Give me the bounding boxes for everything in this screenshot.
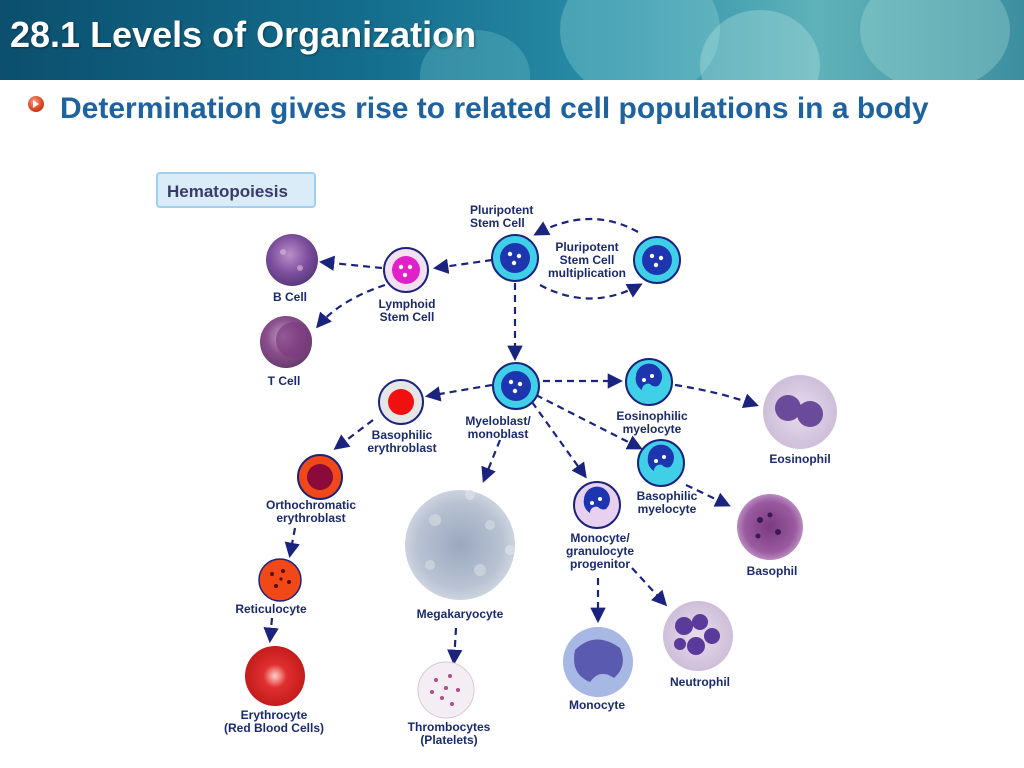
t-cell	[260, 316, 312, 368]
label-line: erythroblast	[276, 511, 345, 525]
erythrocyte-cell	[245, 646, 305, 706]
label-line: multiplication	[548, 266, 626, 280]
label-basophil: Basophil	[747, 564, 798, 578]
neutrophil-cell	[663, 601, 733, 671]
label-myeloblast: Myeloblast/monoblast	[465, 414, 531, 441]
arrow	[316, 283, 386, 329]
slide-title: 28.1 Levels of Organization	[10, 14, 477, 55]
bg-blob	[560, 0, 720, 80]
label-line: myelocyte	[623, 422, 682, 436]
reticulocyte-cell	[258, 558, 302, 602]
label-thrombocytes: Thrombocytes(Platelets)	[408, 720, 491, 747]
label-reticulocyte: Reticulocyte	[235, 602, 307, 616]
label-line: Eosinophil	[769, 452, 830, 466]
label-line: Myeloblast/	[465, 414, 531, 428]
basophilic-myelocyte-cell	[637, 439, 685, 487]
arrow	[432, 258, 493, 274]
label-erythrocyte: Erythrocyte(Red Blood Cells)	[224, 708, 324, 735]
eosinophilic-myelocyte-cell	[625, 358, 673, 406]
label-line: erythroblast	[367, 441, 436, 455]
label-line: Monocyte	[569, 698, 625, 712]
label-line: myelocyte	[638, 502, 697, 516]
title-bar: 28.1 Levels of Organization	[0, 0, 1024, 80]
monocyte-progenitor-cell	[573, 481, 621, 529]
arrow	[284, 527, 300, 559]
label-line: Orthochromatic	[266, 498, 356, 512]
label-line: Stem Cell	[560, 253, 615, 267]
arrow	[531, 401, 587, 479]
arrow	[539, 283, 643, 300]
label-line: Thrombocytes	[408, 720, 491, 734]
basophil-cell	[737, 494, 803, 560]
arrow	[685, 484, 731, 507]
arrow	[631, 567, 668, 607]
eosinophil-cell	[763, 375, 837, 449]
label-monocyte: Monocyte	[569, 698, 625, 712]
label-line: Basophil	[747, 564, 798, 578]
arrow	[424, 383, 493, 402]
label-line: Reticulocyte	[235, 602, 307, 616]
label-line: granulocyte	[566, 544, 634, 558]
bg-blob	[860, 0, 1010, 80]
label-line: Pluripotent	[555, 240, 618, 254]
label-megakaryocyte: Megakaryocyte	[417, 607, 504, 621]
arrow	[447, 627, 463, 666]
megakaryocyte-cell	[405, 490, 515, 600]
label-line: Basophilic	[372, 428, 433, 442]
label-line: Stem Cell	[380, 310, 435, 324]
bullet-text: Determination gives rise to related cell…	[60, 92, 929, 125]
diagram-title-box	[156, 172, 316, 208]
label-eosinophil: Eosinophil	[769, 452, 830, 466]
myeloblast-cell	[492, 362, 540, 410]
bullet-arrow-icon	[28, 96, 44, 112]
arrow	[535, 394, 643, 450]
arrow	[481, 439, 502, 483]
diagram-title: Hematopoiesis	[167, 182, 288, 201]
label-line: (Platelets)	[420, 733, 477, 747]
basophilic-erythroblast-cell	[378, 379, 424, 425]
b-cell	[266, 234, 318, 286]
label-line: Megakaryocyte	[417, 607, 504, 621]
thrombocytes-cell	[417, 661, 475, 719]
label-line: Neutrophil	[670, 675, 730, 689]
label-b-cell: B Cell	[273, 290, 307, 304]
label-line: (Red Blood Cells)	[224, 721, 324, 735]
arrow	[333, 419, 374, 450]
lymphoid-stem-cell	[383, 247, 429, 293]
label-line: Pluripotent	[470, 203, 533, 217]
pluripotent-stem-cell-copy	[633, 236, 681, 284]
label-line: Basophilic	[637, 489, 698, 503]
label-line: Lymphoid	[379, 297, 436, 311]
label-line: progenitor	[570, 557, 630, 571]
orthochromatic-erythroblast-cell	[297, 454, 343, 500]
label-neutrophil: Neutrophil	[670, 675, 730, 689]
label-line: Eosinophilic	[616, 409, 688, 423]
label-line: monoblast	[468, 427, 529, 441]
arrow	[318, 255, 383, 271]
monocyte-cell	[563, 627, 633, 697]
arrow	[674, 383, 759, 409]
arrow	[533, 217, 639, 236]
label-line: Erythrocyte	[241, 708, 308, 722]
label-line: B Cell	[273, 290, 307, 304]
arrow	[263, 617, 279, 644]
label-line: T Cell	[268, 374, 301, 388]
label-line: Stem Cell	[470, 216, 525, 230]
label-t-cell: T Cell	[268, 374, 301, 388]
pluripotent-stem-cell	[491, 234, 539, 282]
label-line: Monocyte/	[570, 531, 630, 545]
